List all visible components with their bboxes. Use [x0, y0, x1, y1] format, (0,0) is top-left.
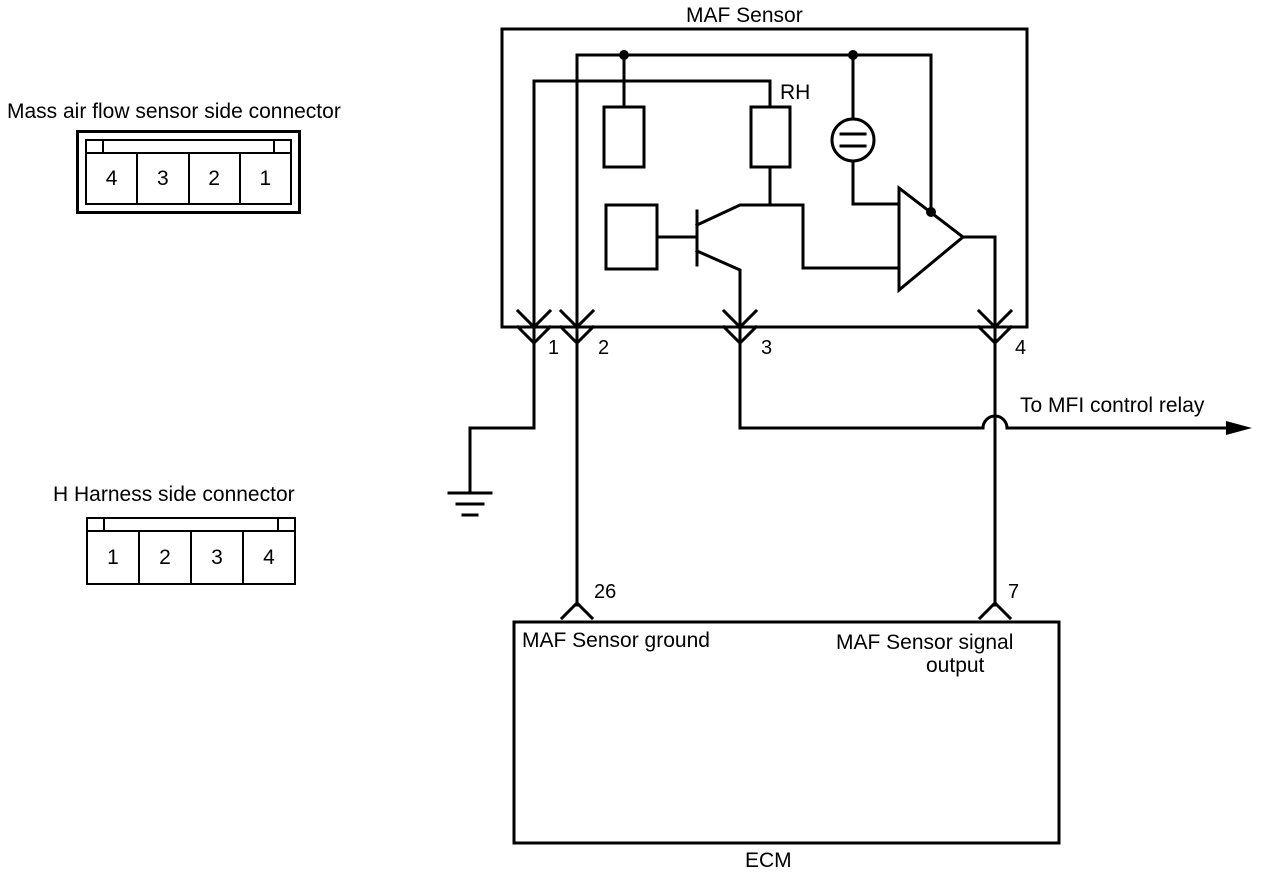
- ecm-pin7-chevron: [977, 600, 1013, 621]
- rh-label: RH: [780, 81, 811, 104]
- harness-connector-title: H Harness side connector: [53, 483, 295, 506]
- connector-pin: 2: [190, 154, 241, 203]
- connector-pin: 3: [192, 532, 244, 583]
- connector-pin: 1: [88, 532, 140, 583]
- transistor-collector: [695, 203, 901, 270]
- sensor-pin-label: 2: [598, 337, 610, 359]
- sensor-connector-title: Mass air flow sensor side connector: [7, 100, 341, 123]
- connector-pin: 3: [138, 154, 190, 203]
- sensing-element: [604, 203, 659, 271]
- ecm-pin-label: 7: [1008, 581, 1020, 603]
- ecm-pin26-chevron: [559, 600, 595, 621]
- connector-pin: 1: [259, 166, 272, 190]
- sensor-side-connector: 4 3 2 1: [76, 130, 301, 214]
- pin1-bus-wire: [532, 79, 772, 329]
- maf-sensor-title: MAF Sensor: [686, 4, 803, 27]
- ecm-pin-label: 26: [594, 581, 617, 603]
- ecm-title: ECM: [745, 849, 792, 872]
- ecm-signal-terminal-label-line2: output: [926, 654, 985, 677]
- harness-side-connector: 1 2 3 4: [86, 517, 296, 585]
- current-source-icon: [830, 117, 876, 163]
- ecm-signal-terminal-label: MAF Sensor signal: [836, 631, 1014, 654]
- supply-bus-wire: [575, 53, 933, 329]
- relay-wire-left: [738, 325, 985, 430]
- junction-dot: [619, 50, 629, 60]
- connector-pin: 4: [87, 154, 139, 203]
- ground-wire: [468, 325, 536, 495]
- transistor-emitter: [695, 249, 742, 329]
- junction-dot: [848, 50, 858, 60]
- rh-resistor: [749, 105, 792, 169]
- junction-dot: [926, 207, 936, 217]
- ecm-box: [512, 620, 1061, 845]
- arrow-head-icon: [1226, 421, 1252, 435]
- maf-sensor-box: [500, 27, 1029, 329]
- amplifier-output-wire: [961, 235, 997, 329]
- source-lead-bottom: [851, 159, 901, 206]
- sensor-pin-label: 4: [1015, 337, 1027, 359]
- resistor1: [602, 105, 646, 169]
- sensor-pin-label: 1: [548, 337, 560, 359]
- sensor-pin-label: 3: [761, 337, 773, 359]
- ecm-ground-terminal-label: MAF Sensor ground: [522, 629, 710, 652]
- connector-pin: 2: [140, 532, 192, 583]
- connector-pin: 4: [263, 545, 275, 569]
- relay-label: To MFI control relay: [1020, 394, 1205, 417]
